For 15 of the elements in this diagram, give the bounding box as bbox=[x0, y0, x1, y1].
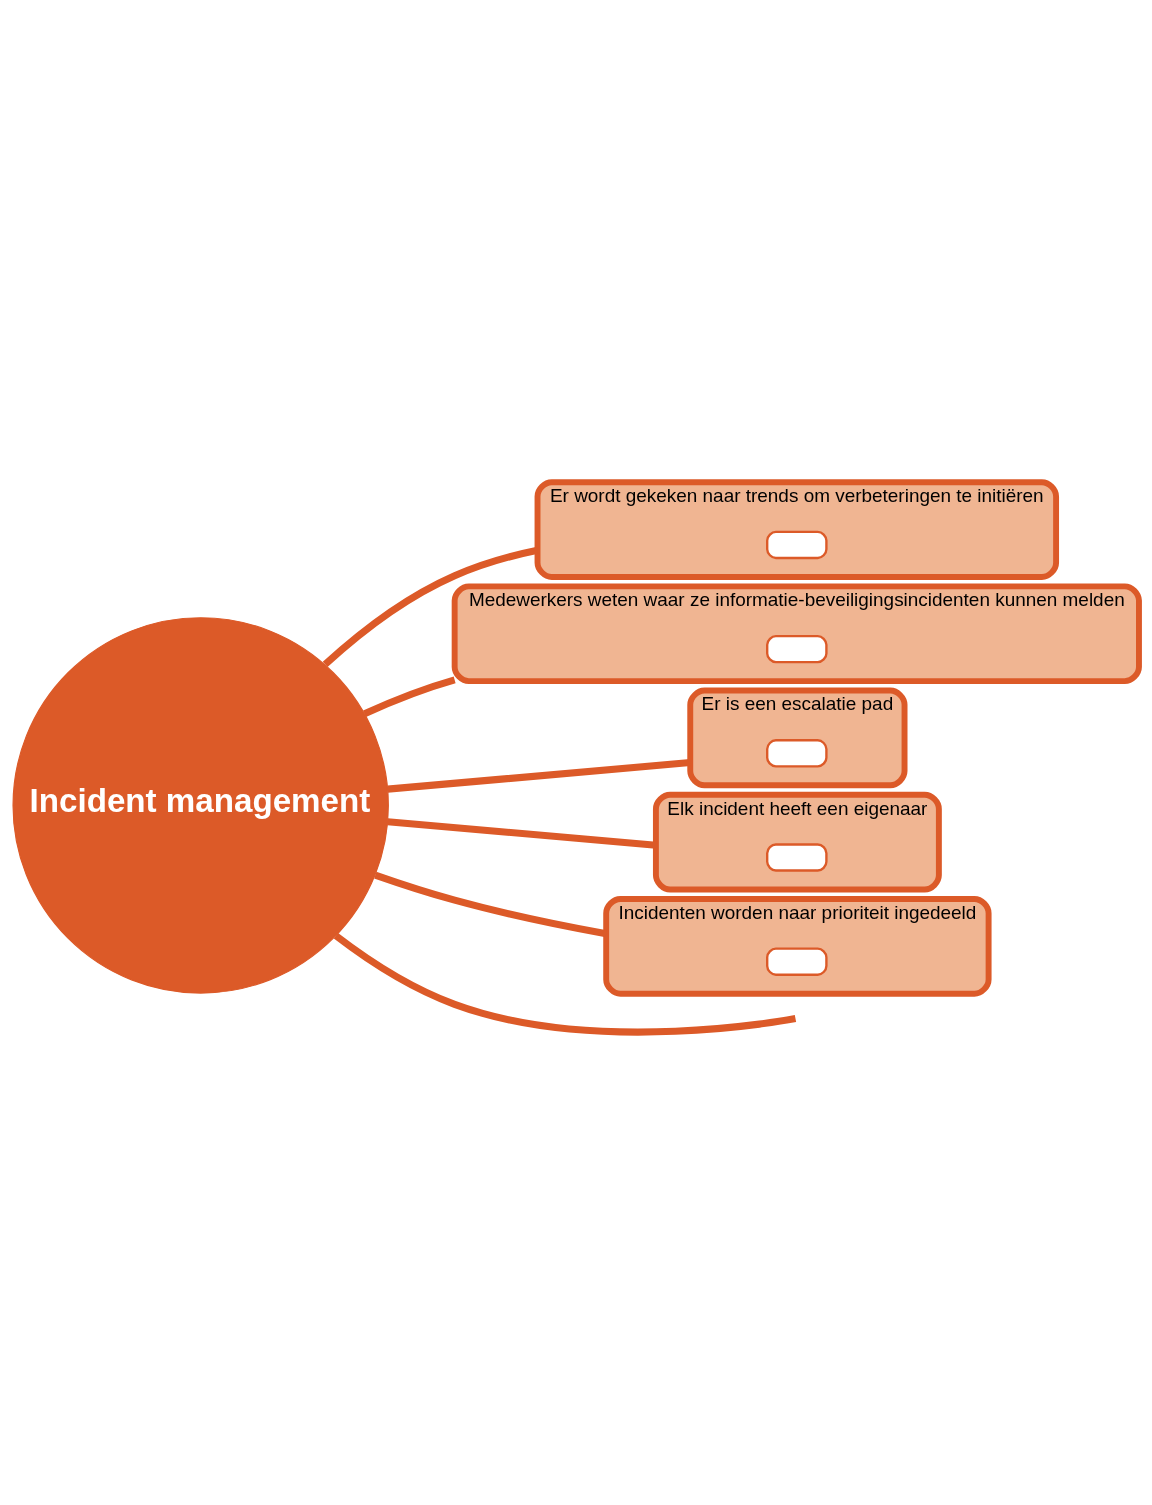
node-circle: Incident management bbox=[12, 617, 389, 994]
cluster: Medewerkers weten waar ze informatie-beveiligingsincidenten kunnen melden bbox=[451, 583, 1142, 685]
connector bbox=[374, 871, 607, 938]
cluster: Elk incident heeft een eigenaar bbox=[652, 791, 942, 893]
connector bbox=[363, 676, 456, 717]
node-box bbox=[766, 843, 828, 872]
cluster: Er is een escalatie pad bbox=[687, 687, 908, 789]
cluster: Incidenten worden naar prioriteit ingedeeld bbox=[603, 896, 992, 997]
node-box bbox=[766, 739, 828, 768]
cluster: Er wordt gekeken naar trends om verbeteringen te initiëren bbox=[534, 479, 1060, 580]
node-box bbox=[766, 530, 828, 560]
node-box bbox=[766, 947, 828, 976]
connector bbox=[333, 932, 797, 1036]
connector bbox=[387, 759, 691, 793]
node-box bbox=[766, 634, 828, 664]
